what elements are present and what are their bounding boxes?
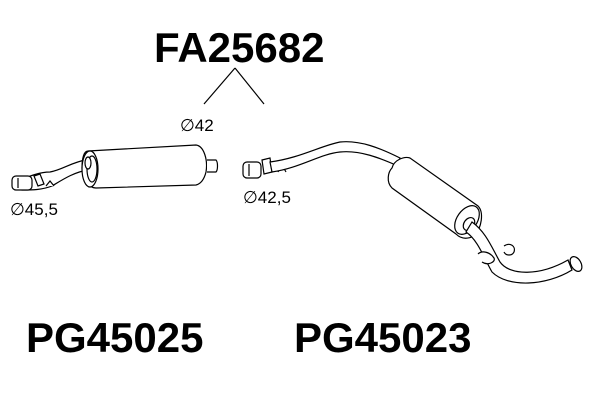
part-number-pg45023: PG45023 bbox=[294, 314, 472, 361]
outlet-diameter-pg45025: ∅42 bbox=[180, 116, 214, 135]
assembly-connector-lines bbox=[203, 67, 265, 105]
assembly-code: FA25682 bbox=[154, 24, 325, 71]
muffler-pg45023-drawing bbox=[242, 141, 583, 284]
muffler-pg45025-drawing bbox=[11, 144, 219, 191]
inlet-diameter-pg45023: ∅42,5 bbox=[243, 188, 291, 207]
inlet-diameter-pg45025: ∅45,5 bbox=[10, 200, 58, 219]
part-number-pg45025: PG45025 bbox=[26, 314, 204, 361]
